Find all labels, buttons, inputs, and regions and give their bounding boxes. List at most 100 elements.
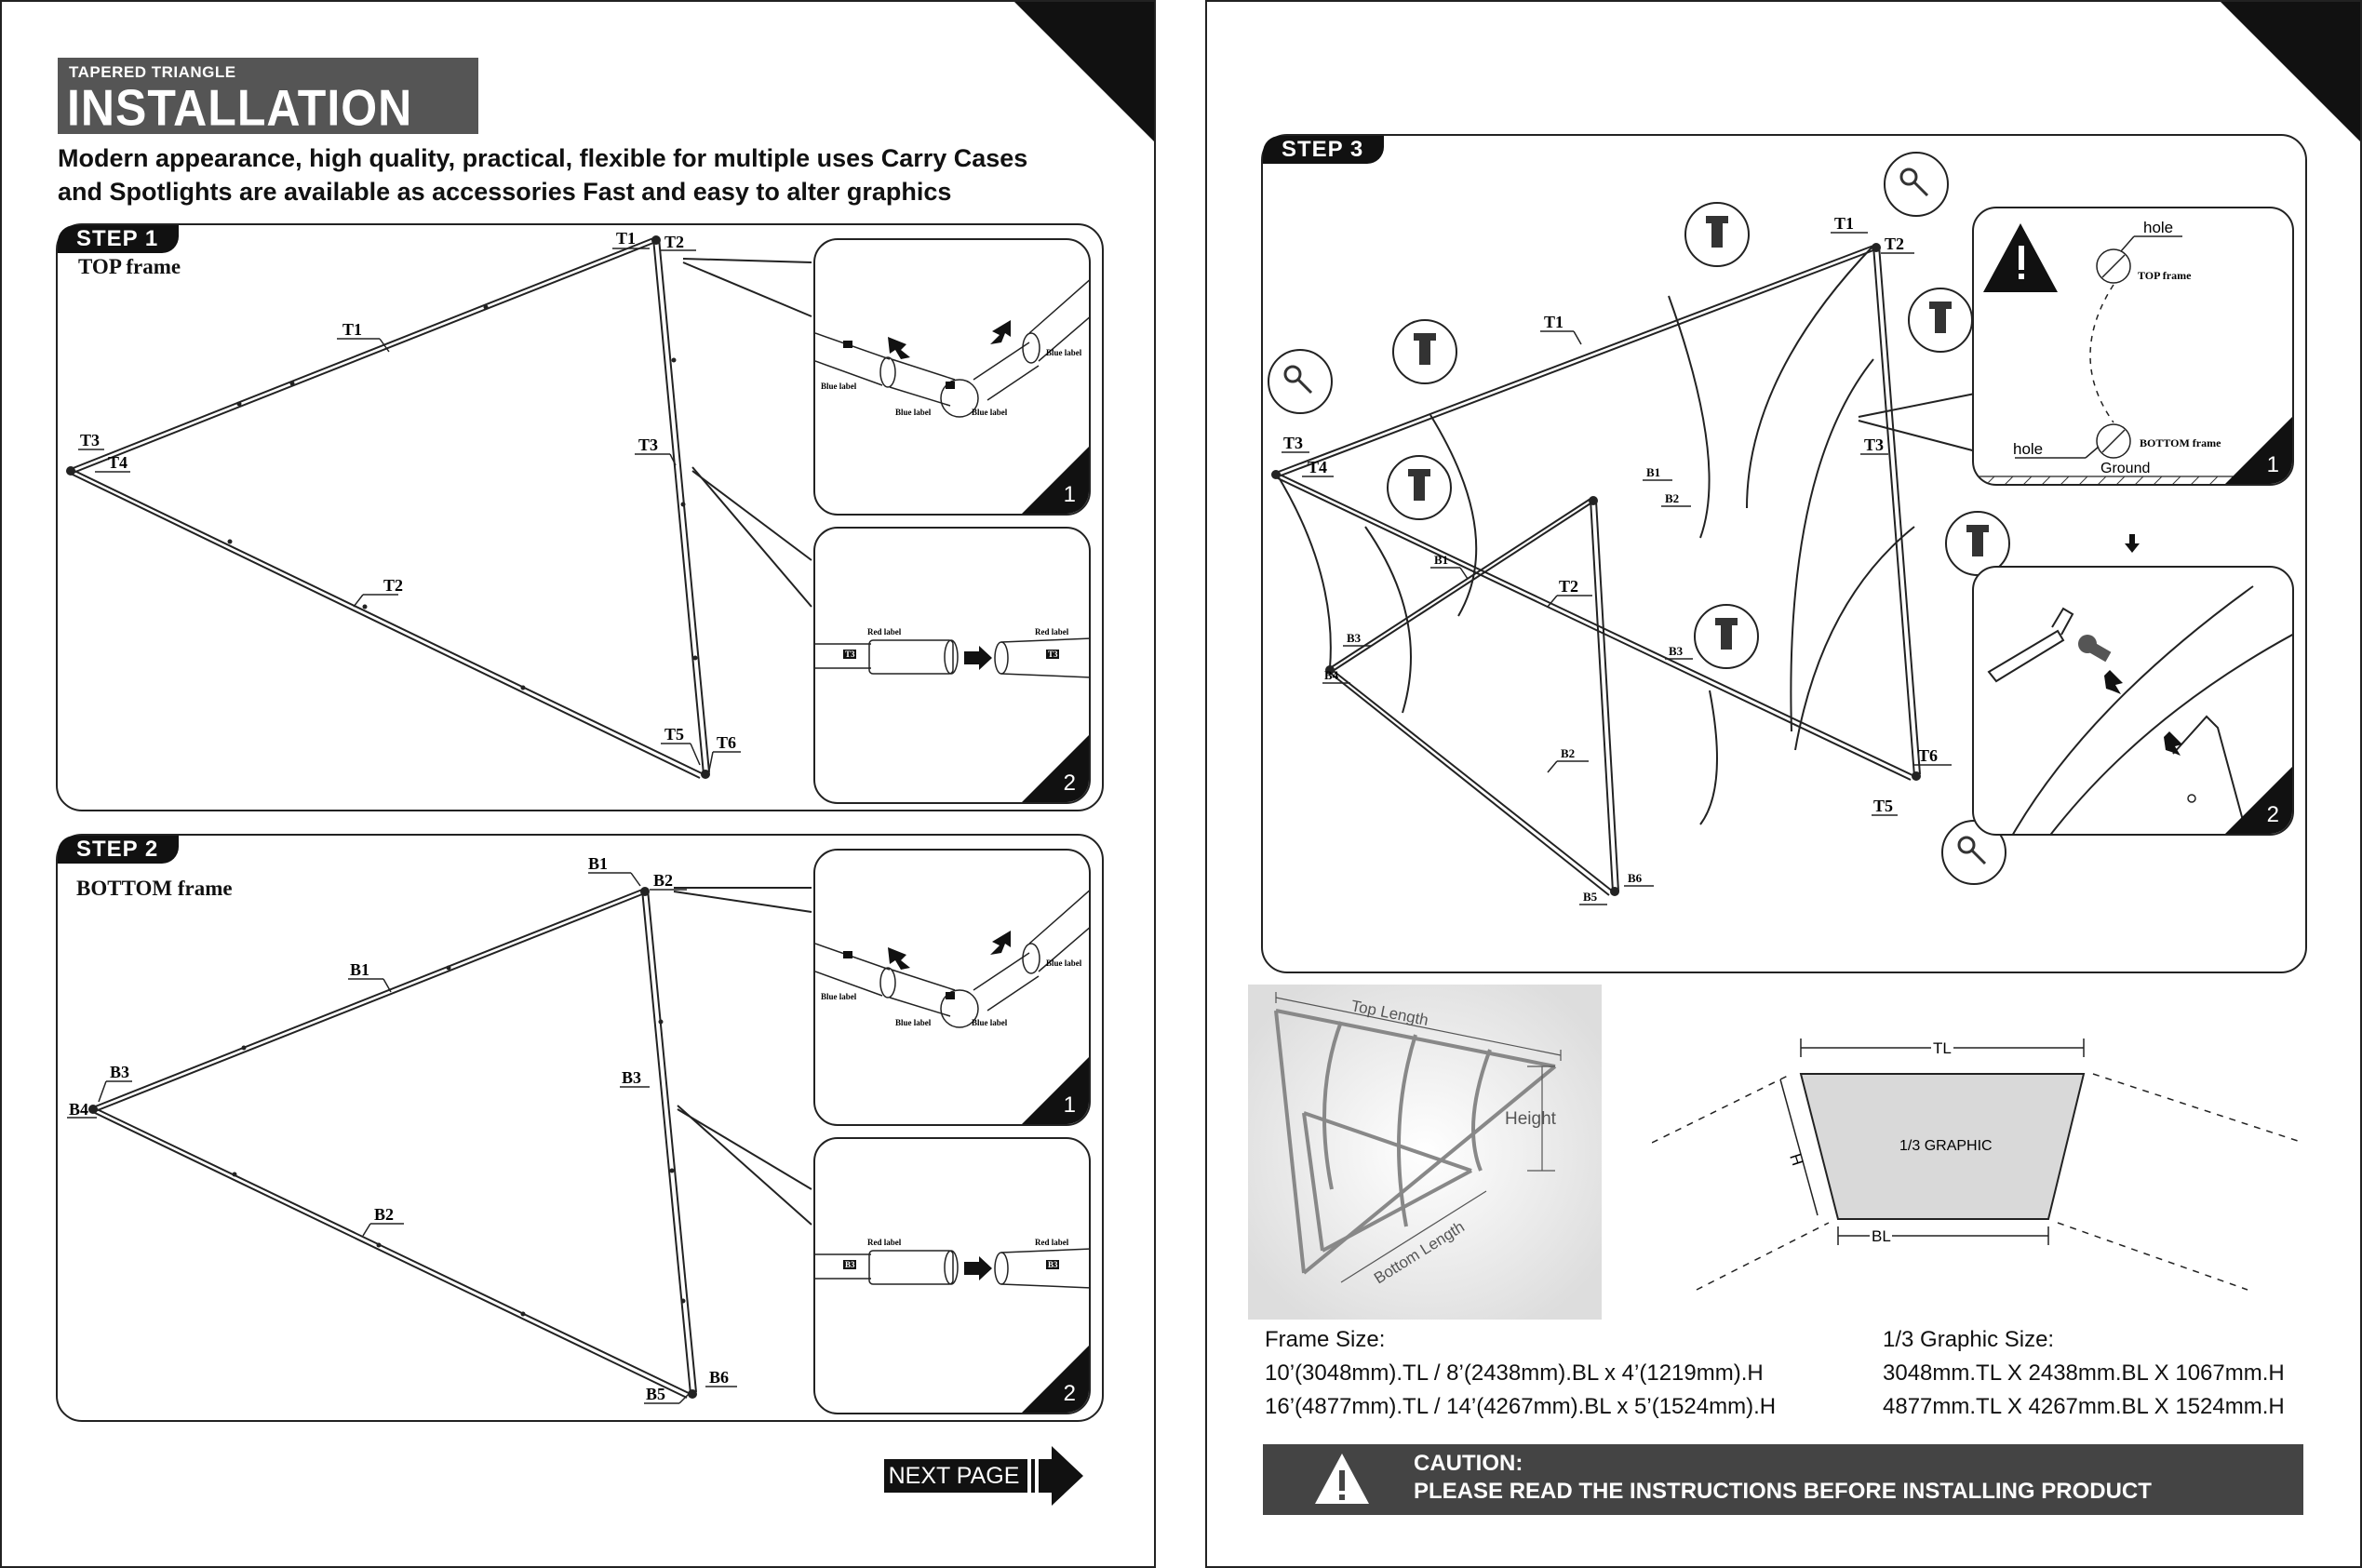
page-corner-mark	[2221, 2, 2360, 141]
label-t1b: T1	[1834, 214, 1854, 233]
blue-label-4: Blue label	[1046, 958, 1082, 968]
label-b2a: B2	[1665, 491, 1679, 505]
bottom-frame-label: BOTTOM frame	[2140, 436, 2221, 449]
blue-label-2: Blue label	[895, 408, 932, 417]
inset-number: 2	[1063, 1381, 1076, 1406]
label-b4: B4	[1324, 668, 1339, 682]
next-page-label: NEXT PAGE	[884, 1459, 1024, 1493]
label-t3a: T3	[1864, 436, 1884, 454]
intro-line-1: Modern appearance, high quality, practic…	[58, 144, 1028, 172]
left-page: TAPERED TRIANGLE INSTALLATION STEPS Mode…	[0, 0, 1156, 1568]
inset-number-tab	[2225, 767, 2292, 834]
frame-size-title: Frame Size:	[1265, 1327, 1386, 1352]
label-b1a: B1	[350, 960, 369, 979]
inset-number-tab	[1022, 1346, 1089, 1413]
inset-number: 2	[2266, 802, 2279, 827]
label-b2a: B2	[653, 871, 673, 890]
label-b6: B6	[709, 1368, 729, 1387]
step3-inset1-drawing: hole TOP frame hole BOTTOM frame Ground	[1974, 219, 2292, 484]
label-b3a: B3	[1669, 644, 1684, 658]
hole-top-label: hole	[2143, 219, 2173, 236]
graphic-size-title: 1/3 Graphic Size:	[1883, 1327, 2055, 1352]
tag-2: B3	[1048, 1260, 1058, 1269]
step1-inset1-drawing: Blue label Blue label Blue label Blue la…	[815, 279, 1089, 418]
right-page: STEP 3	[1205, 0, 2362, 1568]
tag-2: T3	[1048, 650, 1058, 659]
blue-label-3: Blue label	[972, 408, 1008, 417]
frame-size-line-2: 16’(4877mm).TL / 14’(4267mm).BL x 5’(152…	[1265, 1394, 1777, 1419]
frame-dimension-diagram: Top Length Height Bottom Length	[1248, 985, 1602, 1320]
graphic-size-line-1: 3048mm.TL X 2438mm.BL X 1067mm.H	[1883, 1360, 2285, 1386]
step3-tab: STEP 3	[1263, 136, 1385, 164]
label-t2b: T2	[1559, 577, 1578, 596]
blue-label-1: Blue label	[821, 992, 857, 1001]
inset-number-tab	[1022, 735, 1089, 802]
warning-icon	[1315, 1454, 1369, 1504]
step1-inset-1: Blue label Blue label Blue label Blue la…	[813, 238, 1091, 516]
step3-inset-1: hole TOP frame hole BOTTOM frame Ground …	[1972, 207, 2294, 486]
page-corner-mark	[1014, 2, 1154, 141]
label-b3b: B3	[110, 1063, 129, 1081]
step2-panel: STEP 2 BOTTOM frame	[56, 834, 1104, 1422]
caution-message: PLEASE READ THE INSTRUCTIONS BEFORE INST…	[1414, 1479, 2152, 1504]
caution-title: CAUTION:	[1414, 1451, 1523, 1476]
label-b3a: B3	[622, 1068, 641, 1087]
red-label-1: Red label	[867, 1238, 902, 1247]
frame-size-block: Frame Size: 10’(3048mm).TL / 8’(2438mm).…	[1265, 1323, 1776, 1424]
label-t1a: T1	[1544, 313, 1563, 331]
step3-inset-2: 2	[1972, 566, 2294, 836]
label-t2a: T2	[664, 233, 684, 251]
inset-number: 1	[1063, 482, 1076, 507]
h-label: H	[1786, 1151, 1806, 1168]
graphic-size-line-2: 4877mm.TL X 4267mm.BL X 1524mm.H	[1883, 1394, 2285, 1419]
label-t4: T4	[1308, 458, 1327, 476]
label-b6: B6	[1628, 871, 1643, 885]
graphic-size-block: 1/3 Graphic Size: 3048mm.TL X 2438mm.BL …	[1883, 1323, 2285, 1424]
label-b5: B5	[1583, 890, 1598, 904]
label-t2b: T2	[383, 576, 403, 595]
caution-text: CAUTION: PLEASE READ THE INSTRUCTIONS BE…	[1414, 1450, 2152, 1506]
step2-bottom-frame-diagram: B1 B1 B2 B2 B3 B3 B4 B5 B6	[67, 854, 812, 1404]
step3-assembly-diagram: T1 T1 T2 T2 T3 T3 T4 T5 T6 B1 B1 B2 B2 B…	[1268, 152, 2010, 905]
caution-bar: CAUTION: PLEASE READ THE INSTRUCTIONS BE…	[1263, 1444, 2303, 1515]
label-t4: T4	[108, 453, 127, 472]
top-frame-label: TOP frame	[2138, 269, 2192, 282]
step2-inset-2: Red label Red label B3 B3 2	[813, 1137, 1091, 1414]
blue-label-2: Blue label	[895, 1018, 932, 1027]
inset-number-tab	[1022, 447, 1089, 514]
blue-label-4: Blue label	[1046, 348, 1082, 357]
label-t3b: T3	[1283, 434, 1303, 452]
label-b2b: B2	[374, 1205, 394, 1224]
label-b1b: B1	[588, 854, 608, 873]
page-title: INSTALLATION STEPS	[67, 79, 413, 196]
step1-inset2-drawing: Red label Red label T3 T3	[815, 627, 1089, 678]
label-t6: T6	[717, 733, 736, 752]
label-t2a: T2	[1885, 235, 1904, 253]
tl-label: TL	[1933, 1039, 1952, 1057]
label-b4: B4	[69, 1100, 88, 1119]
inset-number-tab	[2225, 417, 2292, 484]
bl-label: BL	[1872, 1227, 1891, 1245]
label-t3a: T3	[638, 436, 658, 454]
step2-inset2-drawing: Red label Red label B3 B3	[815, 1238, 1089, 1289]
height-label: Height	[1505, 1109, 1557, 1129]
hole-bottom-label: hole	[2013, 440, 2043, 458]
tag-1: B3	[845, 1260, 855, 1269]
label-t5: T5	[664, 725, 684, 744]
title-small: TAPERED TRIANGLE	[69, 63, 236, 81]
label-t1b: T1	[616, 229, 636, 248]
ground-label: Ground	[2100, 461, 2150, 476]
label-b3b: B3	[1347, 631, 1362, 645]
step3-panel: STEP 3	[1261, 134, 2307, 973]
arrow-right-icon	[1024, 1446, 1083, 1506]
label-t6: T6	[1918, 746, 1938, 765]
step1-tab: STEP 1	[58, 225, 180, 253]
label-b1a: B1	[1434, 553, 1448, 567]
inset-number: 2	[1063, 771, 1076, 796]
inset-number-tab	[1022, 1057, 1089, 1124]
step2-tab: STEP 2	[58, 836, 180, 864]
label-b1b: B1	[1646, 465, 1660, 479]
frame-size-line-1: 10’(3048mm).TL / 8’(2438mm).BL x 4’(1219…	[1265, 1360, 1764, 1386]
step2-frame-label: BOTTOM frame	[76, 877, 233, 900]
label-t5: T5	[1873, 797, 1893, 815]
